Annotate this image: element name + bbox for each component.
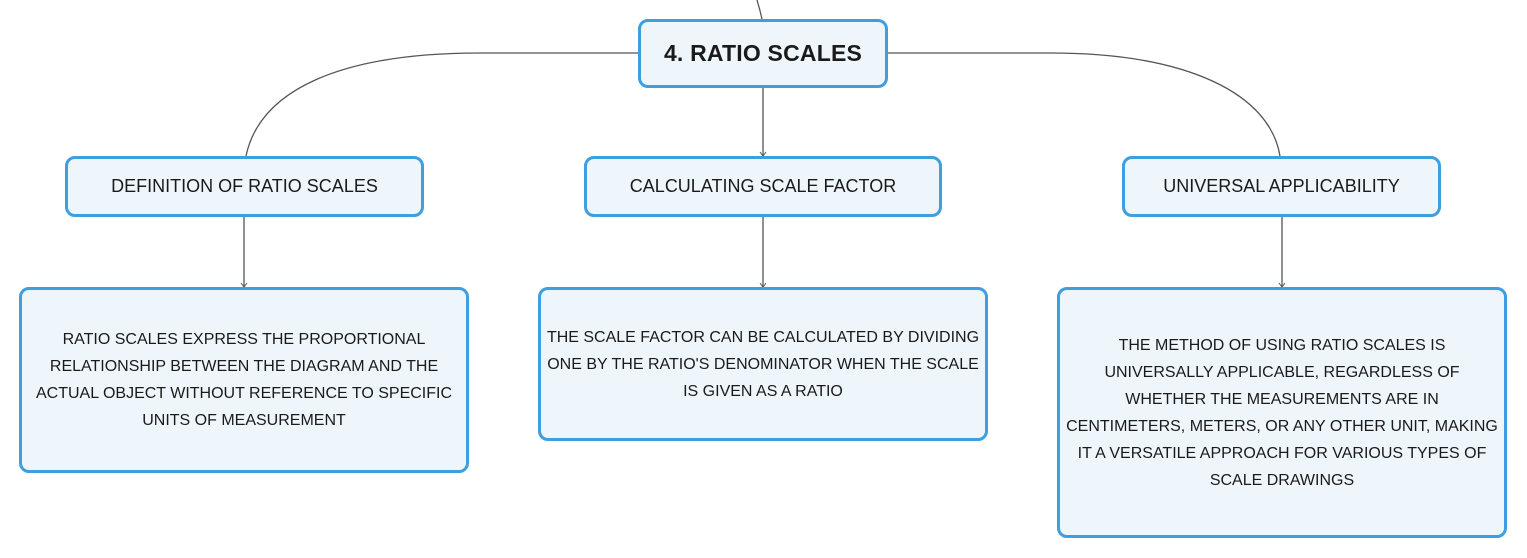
connector-parent-to-root	[756, 0, 763, 20]
branch-node-label: UNIVERSAL APPLICABILITY	[1163, 176, 1400, 196]
detail-node-universal-applicability[interactable]: THE METHOD OF USING RATIO SCALES IS UNIV…	[1057, 287, 1507, 538]
detail-node-text: THE SCALE FACTOR CAN BE CALCULATED BY DI…	[546, 328, 980, 400]
connector-root-to-branch-1	[245, 52, 638, 157]
branch-node-definition[interactable]: DEFINITION OF RATIO SCALES	[65, 156, 424, 217]
branch-node-scale-factor[interactable]: CALCULATING SCALE FACTOR	[584, 156, 942, 217]
detail-node-text: RATIO SCALES EXPRESS THE PROPORTIONAL RE…	[35, 331, 453, 429]
detail-node-text: THE METHOD OF USING RATIO SCALES IS UNIV…	[1066, 336, 1498, 489]
root-node[interactable]: 4. RATIO SCALES	[638, 19, 888, 88]
root-node-label: 4. RATIO SCALES	[663, 40, 863, 66]
branch-node-label: CALCULATING SCALE FACTOR	[629, 176, 897, 196]
detail-node-definition[interactable]: RATIO SCALES EXPRESS THE PROPORTIONAL RE…	[19, 287, 469, 473]
detail-node-scale-factor[interactable]: THE SCALE FACTOR CAN BE CALCULATED BY DI…	[538, 287, 988, 441]
branch-node-label: DEFINITION OF RATIO SCALES	[111, 176, 378, 196]
connector-root-to-branch-3	[888, 52, 1281, 157]
branch-node-universal-applicability[interactable]: UNIVERSAL APPLICABILITY	[1122, 156, 1441, 217]
